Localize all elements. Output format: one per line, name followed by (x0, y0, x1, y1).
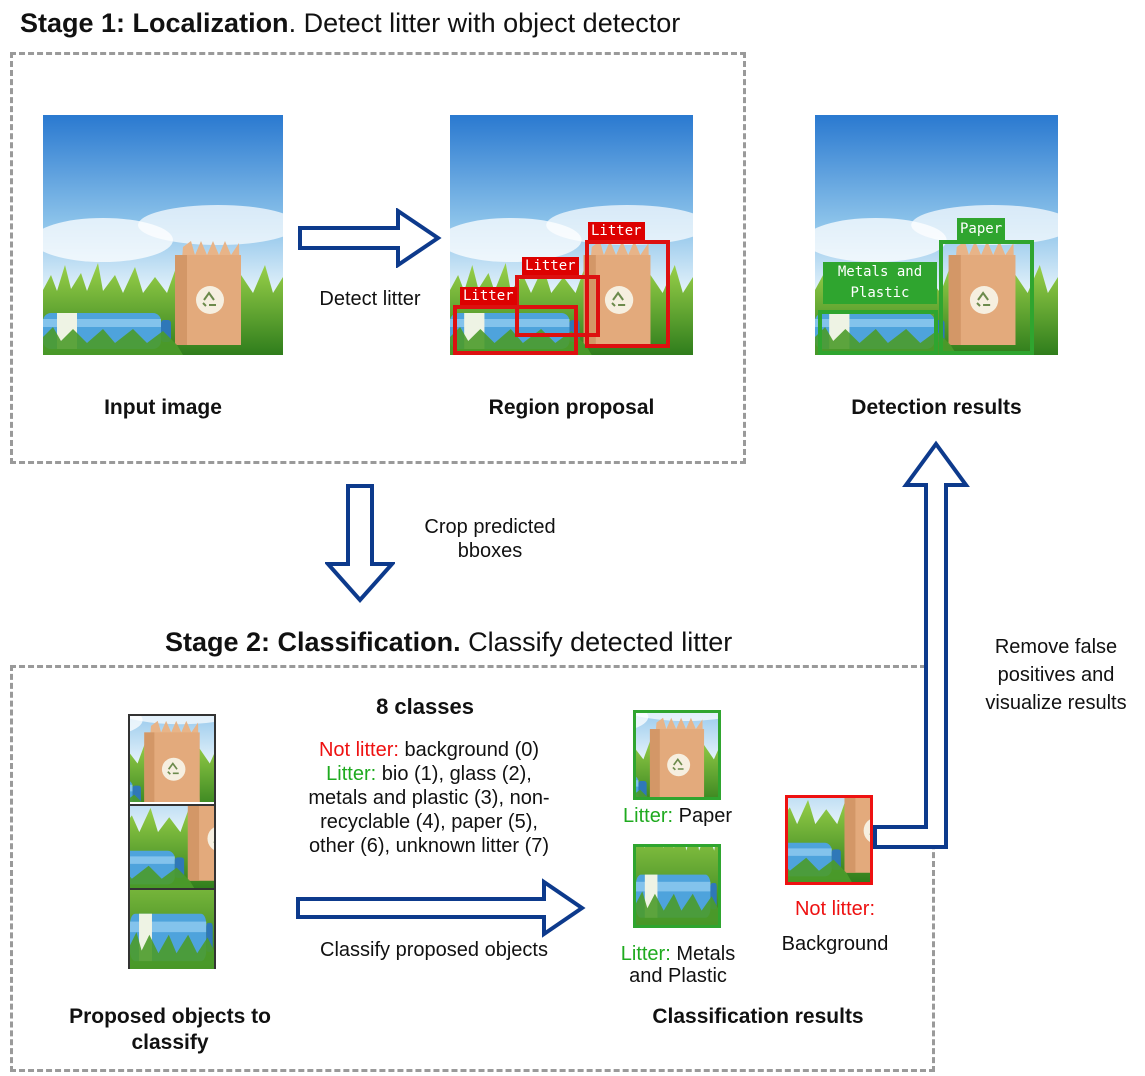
region-proposal-image: Litter Litter Litter (450, 115, 693, 355)
result-metal-value: Metals and Plastic (629, 943, 736, 987)
stage2-title-rest: Classify detected litter (460, 627, 733, 657)
proposed-caption: Proposed objects to classify (69, 1005, 271, 1054)
stage1-title-rest: . Detect litter with object detector (288, 8, 681, 38)
result-paper-label: Litter: Paper (600, 804, 755, 828)
stage2-title: Stage 2: Classification. Classify detect… (165, 627, 732, 658)
proposal-tag: Litter (522, 257, 579, 275)
detect-litter-label: Detect litter (319, 288, 421, 310)
proposed-crops-stack (128, 714, 216, 969)
classes-list: Not litter: background (0) Litter: bio (… (298, 738, 560, 858)
stage2-dashed-frame (10, 665, 935, 1072)
crop-arrow-icon (325, 484, 395, 604)
result-metal-label: Litter: Metals and Plastic (603, 943, 753, 987)
result-paper-value: Paper (673, 805, 732, 827)
detection-tag-paper: Paper (957, 218, 1006, 240)
crop-bottle (130, 888, 214, 969)
result-paper-image (633, 710, 721, 800)
crop-bag (130, 716, 214, 802)
not-litter-classes: background (0) (398, 739, 540, 761)
results-caption: Classification results (652, 1005, 864, 1028)
result-metal-prefix: Litter: (620, 943, 671, 965)
stage1-title: Stage 1: Localization. Detect litter wit… (20, 8, 680, 39)
result-background-image (785, 795, 873, 885)
detect-arrow-icon (298, 208, 442, 268)
proposal-box-bottle (453, 305, 578, 355)
litter-line: Litter: bio (1), glass (2), metals and p… (298, 762, 560, 858)
proposal-tag: Litter (460, 287, 517, 305)
litter-prefix: Litter: (326, 763, 377, 785)
result-background-value: Background (781, 933, 889, 955)
proposal-tag: Litter (588, 222, 645, 240)
crop-middle (130, 804, 214, 890)
crop-label: Crop predicted bboxes (424, 516, 556, 562)
result-paper-prefix: Litter: (623, 805, 674, 827)
input-image (43, 115, 283, 355)
remove-fp-label: Remove false positives and visualize res… (985, 636, 1127, 714)
result-bg-prefix-text: Not litter: (794, 898, 876, 920)
result-metal-image (633, 844, 721, 928)
remove-fp-arrow-icon (873, 440, 970, 849)
result-background-prefix: Not litter: (765, 897, 905, 921)
litter-classes: bio (1), glass (2), metals and plastic (… (308, 763, 550, 857)
stage2-title-bold: Stage 2: Classification. (165, 627, 461, 657)
detection-tag-metal: Metals and Plastic (823, 262, 937, 304)
stage1-title-bold: Stage 1: Localization (20, 8, 289, 38)
detection-box-metal (818, 310, 938, 355)
not-litter-line: Not litter: background (0) (298, 738, 560, 762)
proposal-caption: Region proposal (488, 396, 655, 419)
not-litter-prefix: Not litter: (318, 739, 399, 761)
detection-caption: Detection results (851, 396, 1022, 419)
classify-label: Classify proposed objects (320, 939, 548, 961)
detection-box-paper (939, 240, 1034, 355)
classify-arrow-icon (296, 878, 586, 938)
input-caption: Input image (104, 396, 222, 419)
detection-results-image: Paper Metals and Plastic (815, 115, 1058, 355)
classes-heading: 8 classes (376, 694, 474, 719)
proposal-box-bag (585, 240, 670, 348)
stage1-dashed-frame (10, 52, 746, 464)
